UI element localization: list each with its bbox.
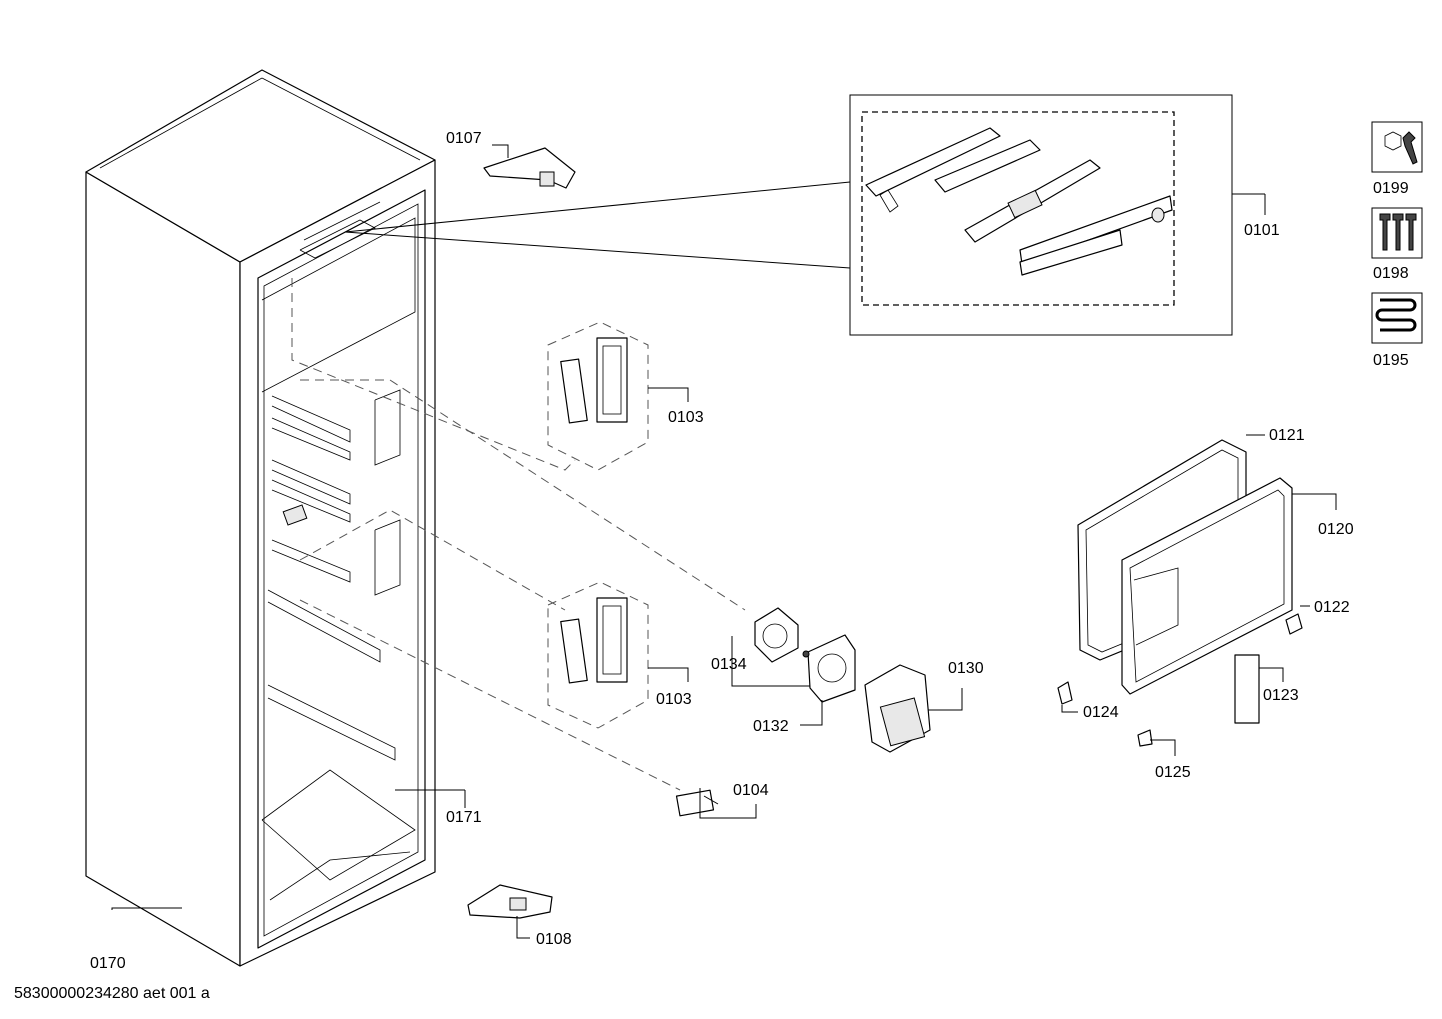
label-0103-upper: 0103 bbox=[668, 409, 704, 426]
label-0170: 0170 bbox=[90, 955, 126, 972]
label-0103-lower: 0103 bbox=[656, 691, 692, 708]
cabinet-body bbox=[85, 69, 436, 967]
document-code: 58300000234280 aet 001 a bbox=[14, 985, 210, 1002]
label-0107: 0107 bbox=[446, 130, 482, 147]
lamp-0104 bbox=[675, 788, 757, 819]
freezer-door-group bbox=[1057, 434, 1337, 756]
bracket-0103-lower bbox=[547, 581, 689, 729]
label-0195: 0195 bbox=[1373, 352, 1409, 369]
fan-assembly bbox=[731, 607, 963, 753]
label-0199: 0199 bbox=[1373, 180, 1409, 197]
label-0108: 0108 bbox=[536, 931, 572, 948]
label-0123: 0123 bbox=[1263, 687, 1299, 704]
top-hinge-0107 bbox=[483, 144, 576, 189]
bottom-hinge-0108 bbox=[467, 884, 553, 939]
tools-icon bbox=[1371, 121, 1423, 173]
label-0171: 0171 bbox=[446, 809, 482, 826]
label-0101: 0101 bbox=[1244, 222, 1280, 239]
control-module-group bbox=[849, 94, 1266, 336]
label-0134: 0134 bbox=[711, 656, 747, 673]
label-0132: 0132 bbox=[753, 718, 789, 735]
label-0120: 0120 bbox=[1318, 521, 1354, 538]
bracket-0103-upper bbox=[547, 321, 689, 471]
heater-coil-icon bbox=[1371, 292, 1423, 344]
leader-lines bbox=[291, 181, 851, 791]
label-0121: 0121 bbox=[1269, 427, 1305, 444]
leader-0170 bbox=[111, 907, 182, 910]
screws-icon bbox=[1371, 207, 1423, 259]
label-0124: 0124 bbox=[1083, 704, 1119, 721]
label-0104: 0104 bbox=[733, 782, 769, 799]
label-0125: 0125 bbox=[1155, 764, 1191, 781]
label-0198: 0198 bbox=[1373, 265, 1409, 282]
label-0130: 0130 bbox=[948, 660, 984, 677]
label-0122: 0122 bbox=[1314, 599, 1350, 616]
